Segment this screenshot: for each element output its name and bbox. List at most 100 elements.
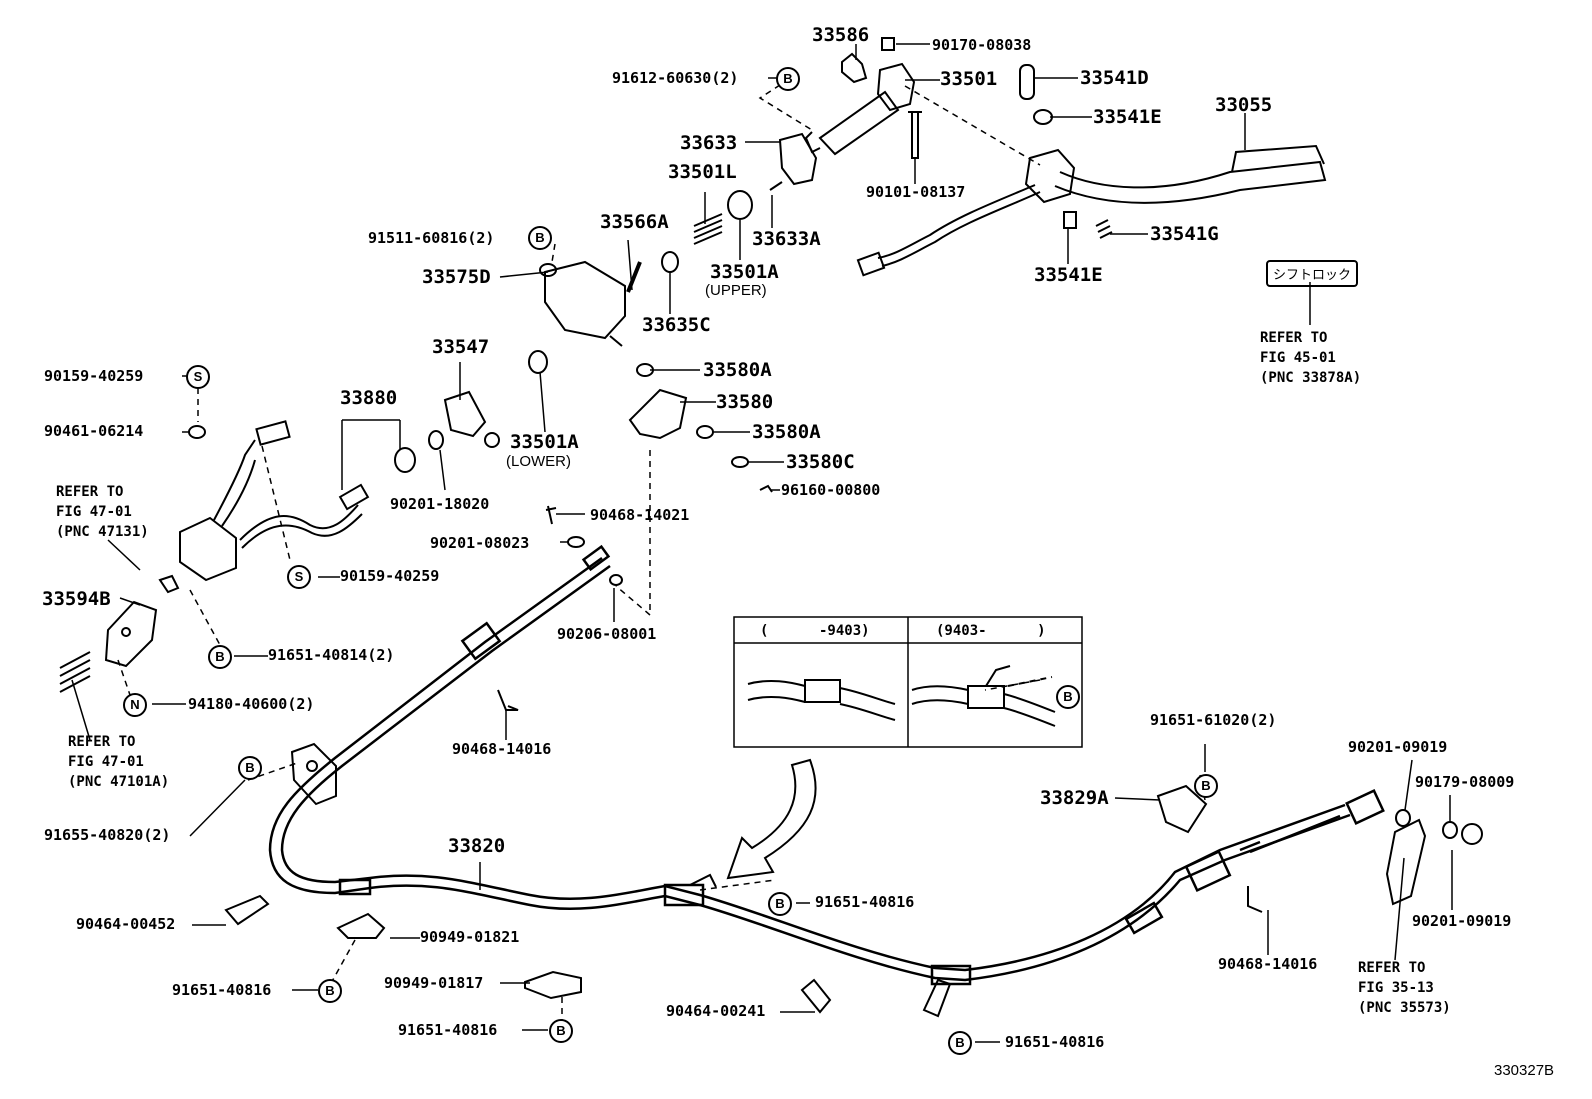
caption-upper: (UPPER) — [705, 282, 767, 299]
pnc-90949-01817: 90949-01817 — [384, 974, 484, 992]
pnc-90101-08137: 90101-08137 — [866, 183, 966, 201]
washer-90201-18020 — [428, 430, 444, 450]
pnc-33541E-bottom: 33541E — [1034, 264, 1103, 286]
marker-b: B — [549, 1019, 573, 1043]
pnc-91511-60816: 91511-60816(2) — [368, 229, 495, 247]
pnc-33575D: 33575D — [422, 266, 491, 288]
part-33635C — [661, 251, 679, 273]
bracket-33594B — [104, 600, 158, 668]
bushing-33501A-upper — [727, 190, 753, 220]
pnc-90201-18020: 90201-18020 — [390, 495, 490, 513]
marker-b: B — [948, 1031, 972, 1055]
marker-b: B — [208, 645, 232, 669]
bracket-33829A — [1156, 784, 1208, 834]
pnc-91651-40816-c: 91651-40816 — [398, 1021, 498, 1039]
shift-lock-box: シフトロック — [1266, 260, 1359, 287]
pnc-33580A-b: 33580A — [752, 421, 821, 443]
pnc-33501A-upper: 33501A — [710, 261, 779, 283]
pnc-33501L: 33501L — [668, 161, 737, 183]
pnc-33501A-lower: 33501A — [510, 431, 579, 453]
pnc-90468-14016-a: 90468-14016 — [452, 740, 552, 758]
pnc-96160-00800: 96160-00800 — [781, 481, 881, 499]
pnc-91651-40816-b: 91651-40816 — [172, 981, 272, 999]
part-33586 — [841, 52, 868, 84]
part-90170-08038 — [881, 37, 895, 51]
marker-s: S — [287, 565, 311, 589]
pnc-33580A-a: 33580A — [703, 359, 772, 381]
pnc-33580C: 33580C — [786, 451, 855, 473]
pnc-33501: 33501 — [940, 68, 998, 90]
pnc-90159-40259-a: 90159-40259 — [44, 367, 144, 385]
cable-bracket — [290, 742, 337, 806]
pnc-33586: 33586 — [812, 24, 870, 46]
figure-id: 330327B — [1494, 1062, 1555, 1079]
part-33580A-lower — [696, 425, 714, 439]
pnc-90464-00241: 90464-00241 — [666, 1002, 766, 1020]
marker-b: B — [238, 756, 262, 780]
pnc-33055: 33055 — [1215, 94, 1273, 116]
pnc-33829A: 33829A — [1040, 787, 1109, 809]
bushing-33501A-lower — [528, 350, 548, 374]
pnc-90179-08009: 90179-08009 — [1415, 773, 1515, 791]
bolt-90101-08137 — [908, 111, 922, 159]
caption-lower: (LOWER) — [506, 453, 571, 470]
bracket-cable-lower — [922, 978, 952, 1018]
clip-96160-00800 — [759, 484, 773, 493]
clip-90468-14021 — [545, 505, 557, 525]
pnc-90159-40259-b: 90159-40259 — [340, 567, 440, 585]
marker-b: B — [776, 67, 800, 91]
spring-33541G — [1095, 219, 1113, 239]
pnc-90949-01821: 90949-01821 — [420, 928, 520, 946]
pnc-33541D: 33541D — [1080, 67, 1149, 89]
spring-33501L — [693, 213, 723, 245]
pnc-33633A: 33633A — [752, 228, 821, 250]
pin-33566A — [626, 261, 642, 293]
plate-33547 — [443, 390, 487, 438]
clamp-90949-01817 — [524, 970, 582, 1000]
pnc-91612-60630: 91612-60630(2) — [612, 69, 739, 87]
pnc-90206-08001: 90206-08001 — [557, 625, 657, 643]
pnc-33594B: 33594B — [42, 588, 111, 610]
refer-fig-47-01-a: REFER TO FIG 47-01 (PNC 47131) — [56, 484, 149, 540]
pnc-90170-08038: 90170-08038 — [932, 36, 1032, 54]
shift-cable-33820 — [268, 544, 1385, 986]
pnc-90468-14016-b: 90468-14016 — [1218, 955, 1318, 973]
shift-lever-33055 — [856, 144, 1327, 277]
pnc-33880: 33880 — [340, 387, 398, 409]
refer-fig-45-01: REFER TO FIG 45-01 (PNC 33878A) — [1260, 330, 1362, 386]
marker-b: B — [528, 226, 552, 250]
clamp-90461-06214 — [188, 425, 206, 439]
part-33580C — [731, 456, 749, 468]
shaft-33501 — [804, 62, 916, 156]
marker-n: N — [123, 693, 147, 717]
marker-b: B — [1056, 685, 1080, 709]
clip-90468-14016-a — [497, 689, 519, 711]
pnc-33541E-top: 33541E — [1093, 106, 1162, 128]
pnc-91655-40820: 91655-40820(2) — [44, 826, 171, 844]
pnc-90201-09019-b: 90201-09019 — [1412, 912, 1512, 930]
lever-refer-35573 — [1385, 818, 1427, 906]
clamp-90464-00452 — [224, 894, 270, 926]
bushing-90179-08009 — [1461, 823, 1483, 845]
inset-header-after: (9403- ) — [936, 623, 1046, 639]
marker-b: B — [1194, 774, 1218, 798]
pnc-91651-40816-d: 91651-40816 — [1005, 1033, 1105, 1051]
pnc-91651-61020: 91651-61020(2) — [1150, 711, 1277, 729]
part-refer-47131 — [158, 574, 180, 594]
pnc-33566A: 33566A — [600, 211, 669, 233]
refer-fig-35-13: REFER TO FIG 35-13 (PNC 35573) — [1358, 960, 1451, 1016]
pnc-33547: 33547 — [432, 336, 490, 358]
inset-arrow — [726, 758, 817, 880]
bracket-33575D — [544, 260, 626, 340]
pnc-33820: 33820 — [448, 835, 506, 857]
bracket-cable-mid — [689, 873, 717, 888]
pnc-90461-06214: 90461-06214 — [44, 422, 144, 440]
lever-33580 — [628, 388, 688, 440]
pin-33541D — [1019, 64, 1035, 100]
marker-b: B — [318, 979, 342, 1003]
leader-lines — [71, 43, 1453, 1043]
part-33541E-top — [1033, 109, 1053, 125]
clip-90468-14016-b — [1247, 886, 1263, 913]
